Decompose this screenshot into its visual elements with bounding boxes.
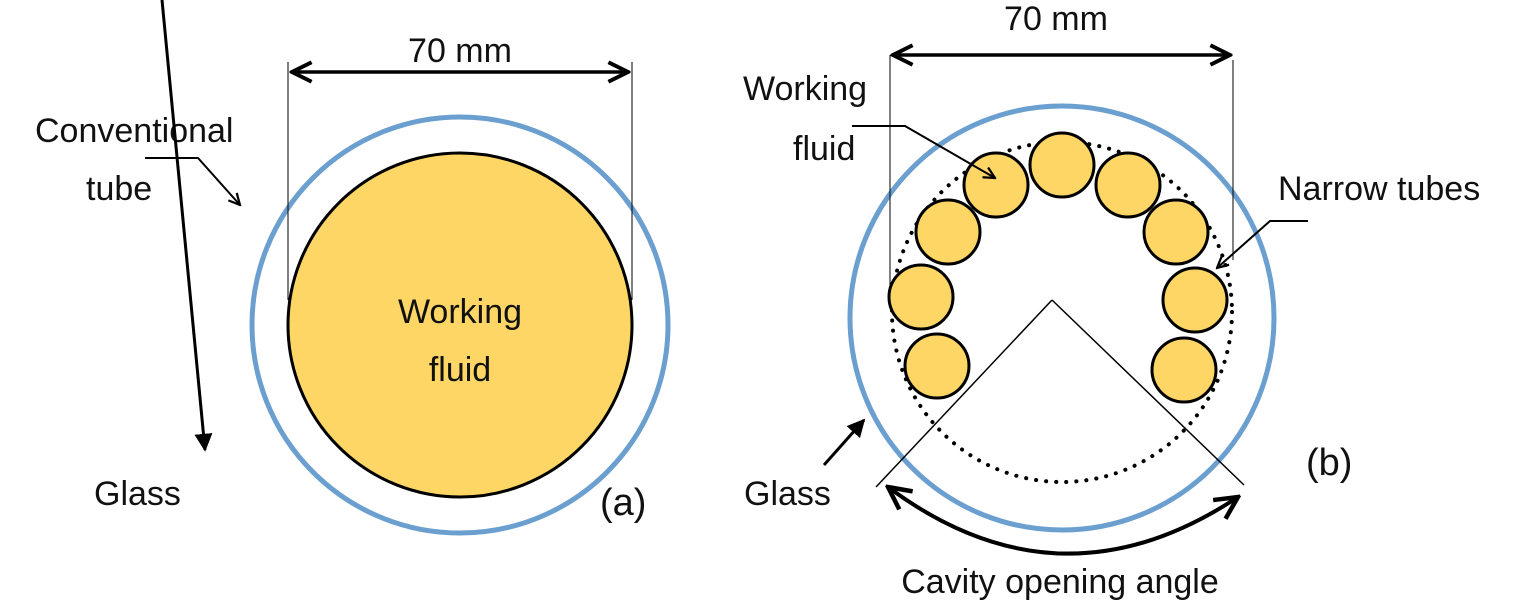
cavity-angle-label: Cavity opening angle: [901, 563, 1219, 601]
narrow-tube: [887, 263, 955, 331]
narrow-tube: [914, 198, 982, 266]
glass-envelope: [847, 103, 1277, 533]
narrow-tube: [903, 332, 971, 400]
working-fluid-label-line2: fluid: [793, 130, 855, 168]
narrow-tubes: [887, 131, 1229, 404]
narrow-tube: [962, 151, 1030, 219]
narrow-tube: [1161, 266, 1229, 334]
narrow-tube: [1142, 198, 1210, 266]
narrow-tube: [1150, 336, 1218, 404]
cavity-angle-line-right: [1051, 299, 1245, 486]
glass-label: Glass: [94, 475, 181, 513]
working-fluid-label-line2: fluid: [429, 351, 491, 389]
panel-a-tag: (a): [600, 482, 646, 524]
panel-a-conventional: 70 mm Conventional tube Working fluid Gl…: [35, 0, 671, 536]
dimension-label: 70 mm: [408, 32, 512, 70]
cavity-angle-line-left: [875, 299, 1053, 488]
working-fluid-label-line1: Working: [398, 293, 522, 331]
panel-b-narrow-tubes: 70 mm Working fluid Narrow tubes Glass C…: [743, 0, 1480, 601]
narrow-tubes-leader: [1217, 220, 1308, 268]
glass-label: Glass: [744, 475, 831, 513]
dimension-label: 70 mm: [1004, 0, 1108, 38]
glass-arrow: [822, 418, 866, 466]
working-fluid-label-line1: Working: [743, 70, 867, 108]
glass-arrow: [160, 0, 213, 452]
conventional-tube: [286, 151, 634, 499]
narrow-tube: [1028, 131, 1096, 199]
glass-envelope: [249, 114, 671, 536]
narrow-tube: [1094, 151, 1162, 219]
conventional-tube-leader: [145, 157, 240, 205]
conventional-tube-label-line1: Conventional: [35, 112, 233, 150]
narrow-tubes-label: Narrow tubes: [1278, 170, 1480, 208]
panel-b-tag: (b): [1306, 442, 1352, 484]
working-fluid-leader: [852, 125, 995, 178]
conventional-tube-label-line2: tube: [86, 170, 152, 208]
cavity-angle-arc: [888, 487, 1238, 556]
